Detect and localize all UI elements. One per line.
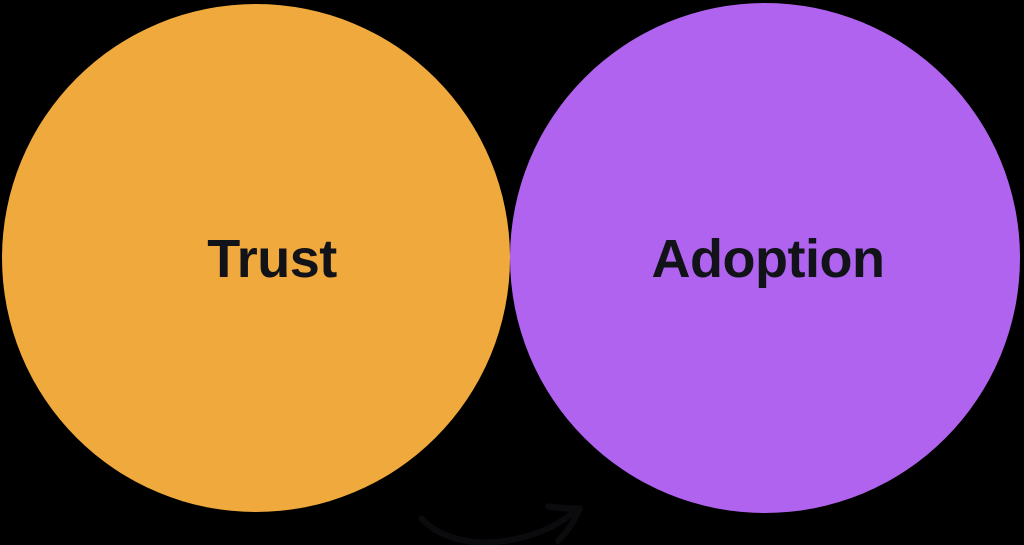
set-circle-adoption[interactable] (510, 3, 1020, 513)
overlap-pointer-arrow (418, 503, 584, 545)
set-label-adoption: Adoption (652, 229, 885, 289)
set-label-trust: Trust (207, 229, 337, 289)
set-circle-trust[interactable] (2, 4, 510, 512)
